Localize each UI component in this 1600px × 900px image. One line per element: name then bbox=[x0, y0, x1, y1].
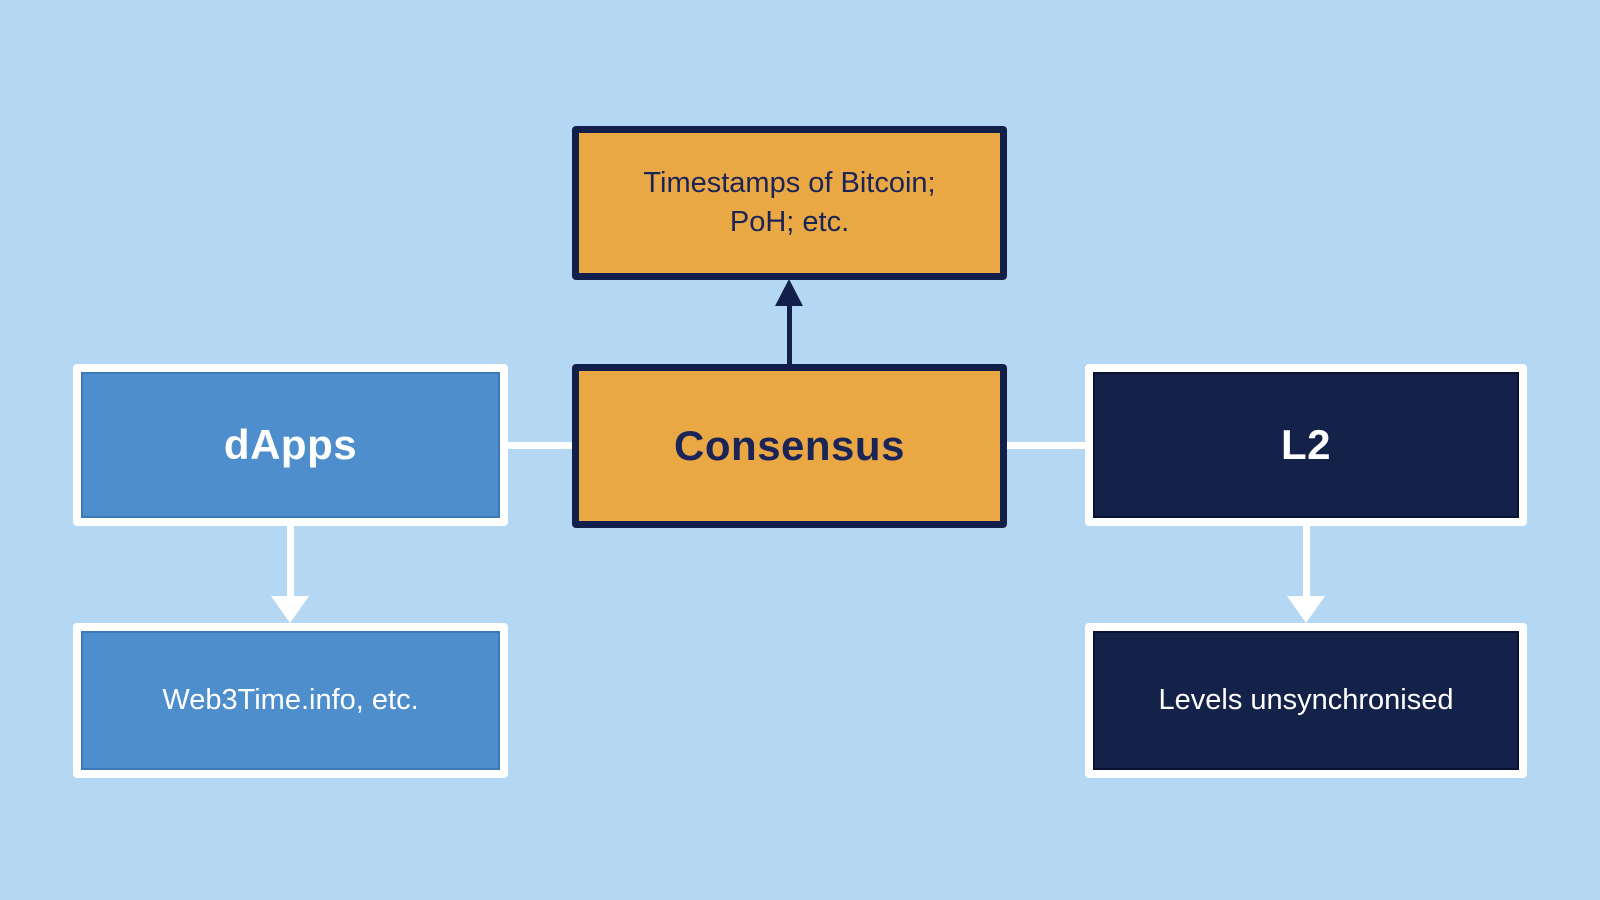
node-l2-label: L2 bbox=[1280, 420, 1331, 468]
node-levels-label: Levels unsynchronised bbox=[1158, 683, 1454, 716]
node-timestamps-label: Timestamps of Bitcoin; PoH; etc. bbox=[643, 164, 935, 242]
arrow-dapps-to-web3time-head-icon bbox=[271, 596, 309, 623]
node-web3time-label: Web3Time.info, etc. bbox=[162, 683, 419, 716]
node-timestamps: Timestamps of Bitcoin; PoH; etc. bbox=[572, 126, 1007, 280]
node-consensus: Consensus bbox=[572, 364, 1007, 528]
node-web3time: Web3Time.info, etc. bbox=[73, 623, 508, 778]
arrow-consensus-to-timestamps-line bbox=[787, 300, 792, 366]
node-l2: L2 bbox=[1085, 364, 1527, 526]
connector-dapps-consensus bbox=[506, 442, 574, 449]
arrow-l2-to-levels-line bbox=[1303, 524, 1310, 598]
node-timestamps-line1: Timestamps of Bitcoin; bbox=[643, 166, 936, 199]
arrow-l2-to-levels-head-icon bbox=[1287, 596, 1325, 623]
node-dapps-label: dApps bbox=[223, 420, 358, 468]
node-timestamps-line2: PoH; etc. bbox=[729, 206, 850, 238]
node-dapps: dApps bbox=[73, 364, 508, 526]
node-consensus-label: Consensus bbox=[674, 421, 905, 469]
connector-consensus-l2 bbox=[1005, 442, 1087, 449]
arrow-dapps-to-web3time-line bbox=[287, 524, 294, 598]
node-levels: Levels unsynchronised bbox=[1085, 623, 1527, 778]
arrow-consensus-to-timestamps-head-icon bbox=[775, 279, 803, 306]
